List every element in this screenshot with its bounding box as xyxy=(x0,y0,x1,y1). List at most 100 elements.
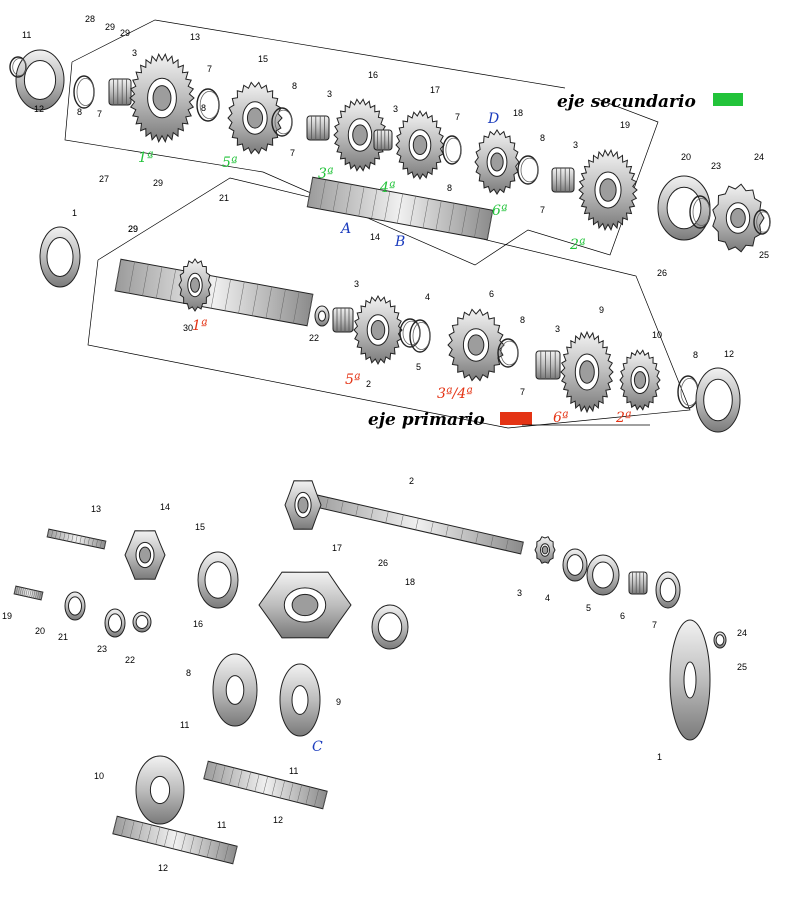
callout-lower-16: 5 xyxy=(586,603,591,613)
fork-8 xyxy=(212,653,258,727)
gear-10-2nd xyxy=(619,349,661,411)
callout-lower-24: 11 xyxy=(289,766,298,776)
gear-2-5th xyxy=(353,294,403,366)
bearing-18 xyxy=(371,604,409,650)
callout-upper-20: 8 xyxy=(447,183,452,193)
callout-upper-30: 29 xyxy=(153,178,163,188)
gear-15-5th xyxy=(227,81,283,155)
callout-upper-42: 4 xyxy=(425,292,430,302)
callout-upper-45: 8 xyxy=(520,315,525,325)
callout-upper-23: 19 xyxy=(620,120,630,130)
bearing-12-b xyxy=(695,367,741,433)
bolt-19 xyxy=(13,585,44,601)
callout-upper-22: 8 xyxy=(540,133,545,143)
needle-bearing-3-e xyxy=(332,307,354,333)
gear-30 xyxy=(178,258,212,312)
washer-21 xyxy=(64,591,86,621)
callout-upper-4: 29 xyxy=(120,28,130,38)
gear-16-3rd xyxy=(333,98,387,172)
callout-lower-21: 8 xyxy=(186,668,191,678)
marker-B: B xyxy=(394,234,405,250)
needle-bearing-3-c xyxy=(373,129,393,151)
callout-lower-14: 3 xyxy=(517,588,522,598)
fork-9 xyxy=(279,663,321,737)
primary-color-swatch xyxy=(500,412,532,425)
primary-shaft-21 xyxy=(114,258,314,327)
gear-13-1st xyxy=(129,52,195,144)
bushing-7-a xyxy=(196,88,220,122)
callout-lower-23: 11 xyxy=(180,720,189,730)
callout-lower-4: 19 xyxy=(2,611,12,621)
callout-upper-27: 23 xyxy=(711,161,721,171)
callout-lower-10: 2 xyxy=(409,476,414,486)
spring-3 xyxy=(534,536,556,564)
pri-gear-5-label: 5ª xyxy=(345,372,361,388)
callout-upper-47: 7 xyxy=(520,387,525,397)
bushing-5 xyxy=(409,319,431,353)
washer-22 xyxy=(132,611,152,633)
legend-secondary: eje secundario xyxy=(557,92,743,112)
bearing-1 xyxy=(39,226,81,288)
washer-8-d xyxy=(497,338,519,368)
needle-bearing-3-a xyxy=(108,78,132,106)
callout-upper-37: 25 xyxy=(759,250,769,260)
secondary-shaft-14 xyxy=(306,176,494,241)
callout-upper-19: 7 xyxy=(455,112,460,122)
gear-ratio-labels: 1ª 5ª 3ª 4ª 6ª 2ª 1ª 5ª 3ª/4ª 6ª 2ª A B … xyxy=(138,111,650,755)
sec-gear-1-label: 1ª xyxy=(138,150,154,166)
circlip-25 xyxy=(753,209,771,235)
callout-lower-20: 25 xyxy=(737,662,747,672)
gear-18-6th xyxy=(474,129,520,195)
callout-lower-18: 7 xyxy=(652,620,657,630)
callout-lower-17: 6 xyxy=(620,611,625,621)
callout-upper-28: 24 xyxy=(754,152,764,162)
callout-upper-46: 3 xyxy=(555,324,560,334)
callout-upper-49: 10 xyxy=(652,330,662,340)
gear-17-4th xyxy=(395,109,445,181)
callout-upper-26: 20 xyxy=(681,152,691,162)
pri-gear-2-label: 2ª xyxy=(615,410,632,426)
washer-8-b xyxy=(271,107,293,137)
needle-bearing-6 xyxy=(628,571,648,595)
callout-upper-18: 17 xyxy=(430,85,440,95)
sec-gear-6-label: 6ª xyxy=(492,203,508,219)
callout-upper-17: 3 xyxy=(393,104,398,114)
callout-lower-3: 15 xyxy=(195,522,205,532)
callout-lower-15: 4 xyxy=(545,593,550,603)
gear-6-3rd-4th xyxy=(447,308,505,382)
bushing-5-b xyxy=(586,554,620,596)
callout-upper-6: 3 xyxy=(132,48,137,58)
callout-upper-5: 13 xyxy=(190,32,200,42)
spring-23 xyxy=(104,608,126,638)
circlip-11 xyxy=(9,56,27,78)
callout-upper-43: 5 xyxy=(416,362,421,372)
needle-bearing-3-d xyxy=(551,167,575,193)
callout-lower-12: 26 xyxy=(378,558,388,568)
callout-upper-15: 3 xyxy=(327,89,332,99)
seal-23 xyxy=(689,195,711,229)
bolt-13 xyxy=(46,528,107,550)
callout-upper-16: 16 xyxy=(368,70,378,80)
callout-upper-1: 11 xyxy=(22,30,31,40)
callout-upper-32: 1 xyxy=(72,208,77,218)
fork-rod-12-b xyxy=(112,815,238,865)
callout-upper-7: 12 xyxy=(34,104,44,114)
shift-lever-1 xyxy=(669,619,711,741)
pri-gear-6-label: 6ª xyxy=(553,410,569,426)
callout-lower-22: 9 xyxy=(336,697,341,707)
callout-lower-11: 17 xyxy=(332,543,342,553)
callout-upper-50: 8 xyxy=(693,350,698,360)
callout-lower-25: 10 xyxy=(94,771,104,781)
callout-upper-11: 8 xyxy=(201,103,206,113)
gear-parts xyxy=(9,49,771,865)
washer-24 xyxy=(713,631,727,649)
spacer-4 xyxy=(562,548,588,582)
washer-8-e xyxy=(677,375,699,409)
callout-upper-10: 7 xyxy=(207,64,212,74)
marker-C: C xyxy=(312,739,323,755)
callout-upper-39: 22 xyxy=(309,333,319,343)
sec-gear-4-label: 4ª xyxy=(379,180,396,196)
callout-lower-9: 16 xyxy=(193,619,203,629)
